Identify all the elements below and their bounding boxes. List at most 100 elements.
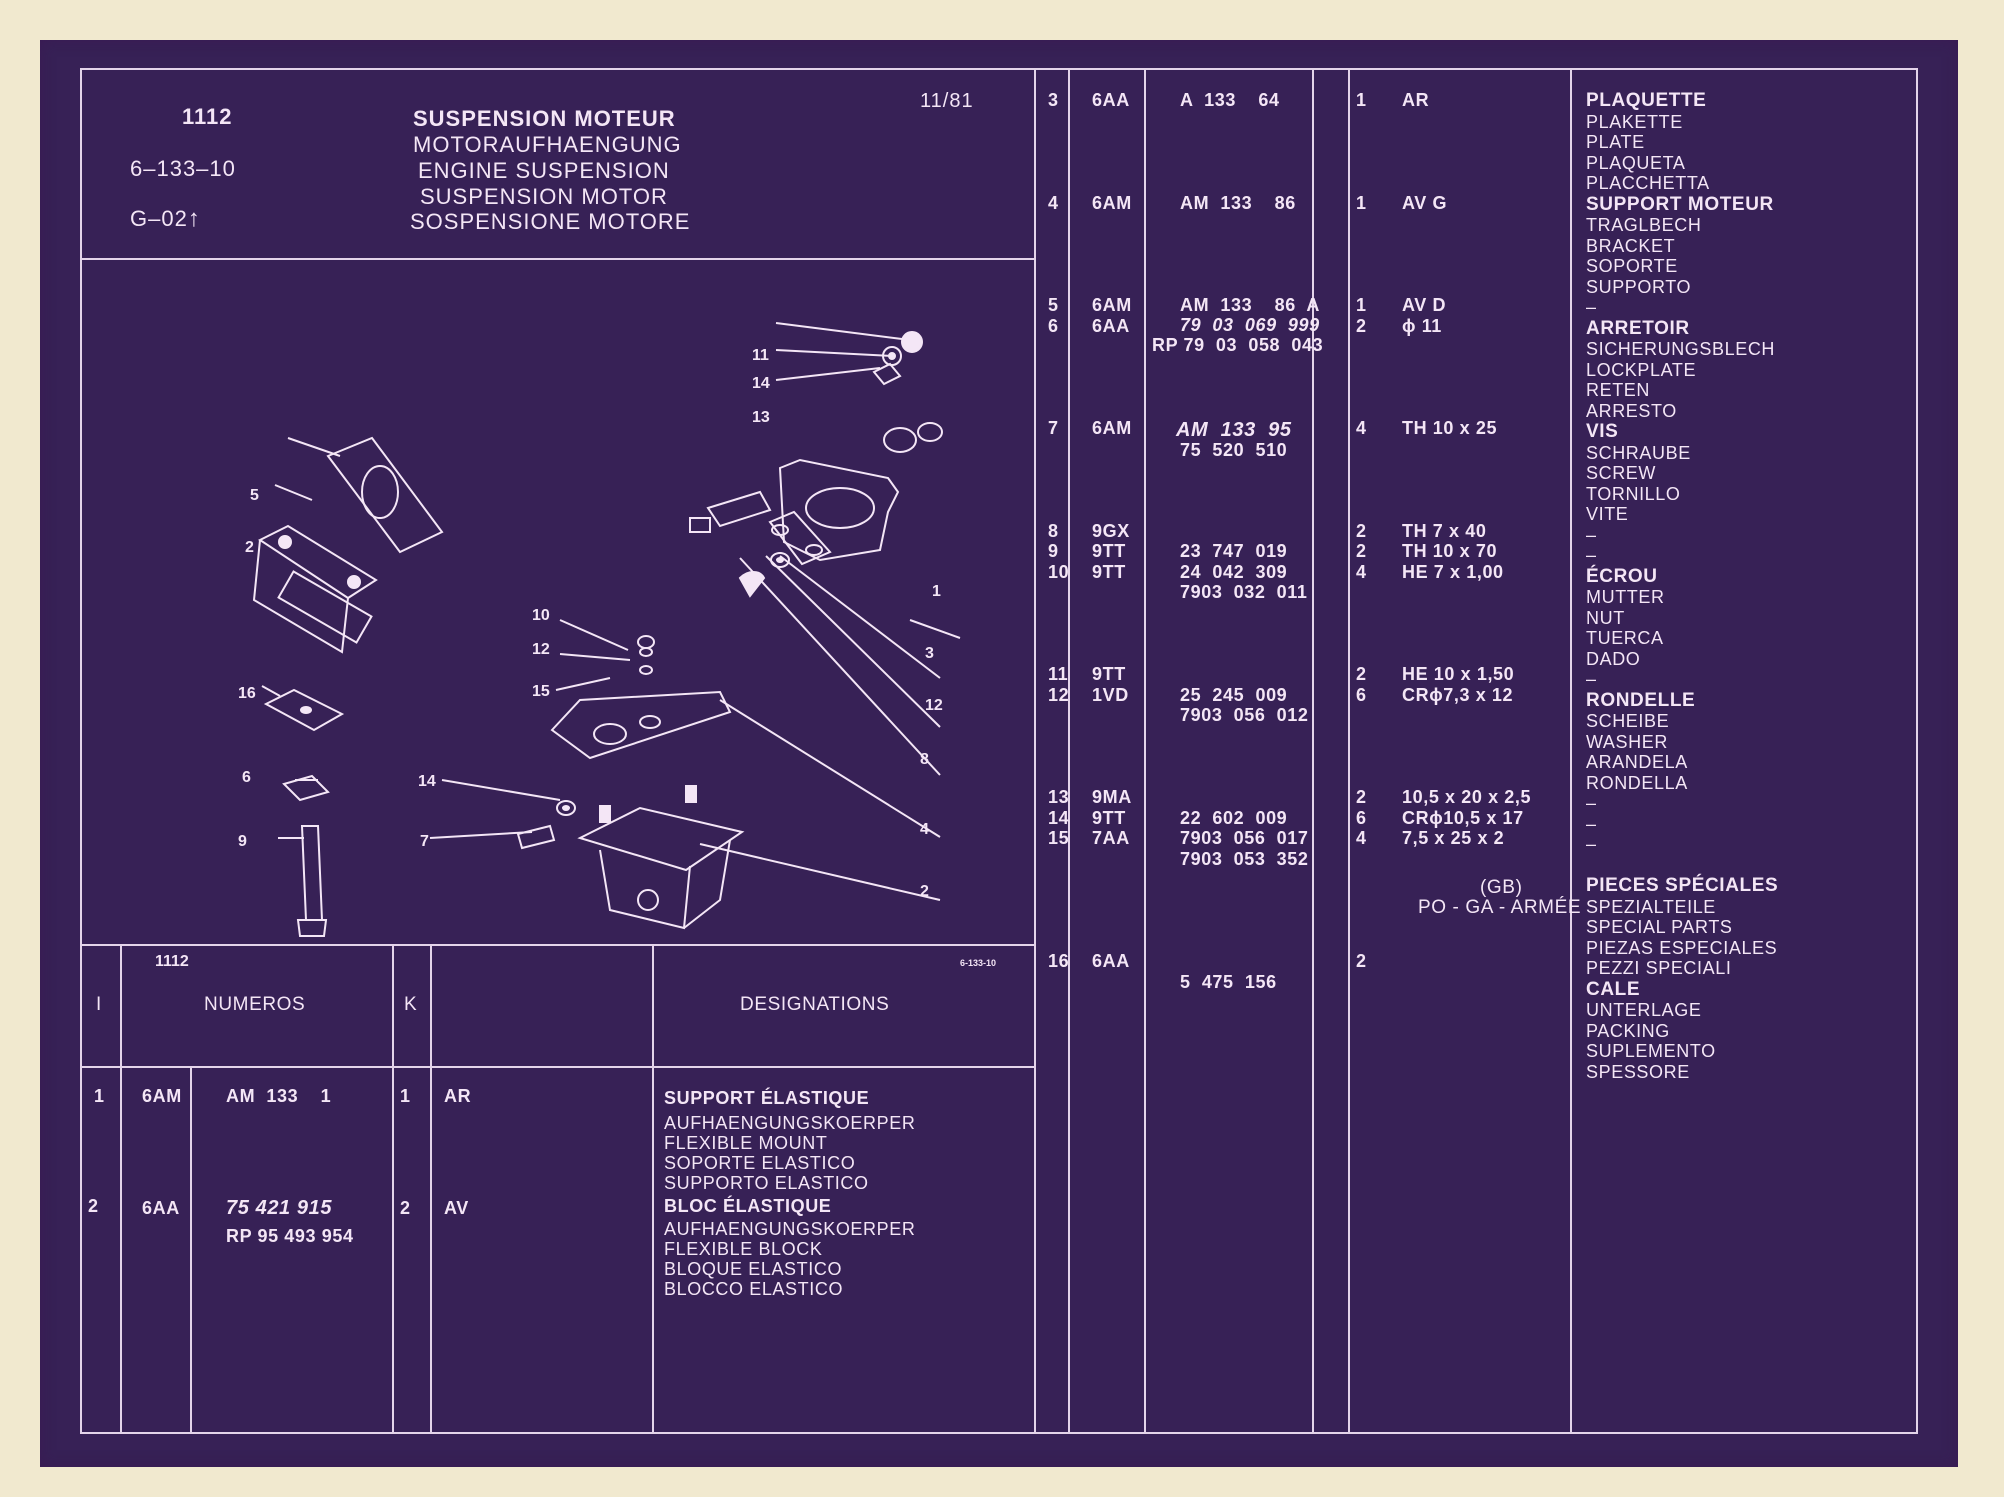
title-en: ENGINE SUSPENSION — [418, 158, 670, 183]
callout: 11 — [752, 347, 769, 364]
designation-line: ARRETOIR — [1586, 317, 1690, 339]
designation-line: VIS — [1586, 421, 1619, 442]
callout-labels: 11 14 13 5 2 1 10 12 3 15 16 12 8 6 14 7… — [238, 347, 943, 900]
number-rp: RP 79 03 058 043 — [1152, 335, 1324, 355]
right-col-code: 6AA 6AM 6AM 6AA 6AM 9GX 9TT 9TT 9TT 1VD … — [1092, 90, 1132, 971]
row-designation-fr: SUPPORT ÉLASTIQUE — [664, 1088, 870, 1108]
right-col-note: AR AV G AV D ϕ 11 TH 10 x 25 TH 7 x 40 T… — [1402, 90, 1532, 848]
col-line — [1068, 68, 1070, 1434]
designation-line: – — [1586, 669, 1597, 689]
callout: 13 — [752, 409, 770, 426]
col-line — [120, 944, 122, 1434]
designation-line: TRAGLBECH — [1586, 215, 1702, 235]
designation-line: MUTTER — [1586, 587, 1665, 607]
diagram-divider — [80, 944, 1036, 946]
plate-number: 1112 — [182, 104, 233, 129]
number-italic: 79 03 069 999 — [1180, 315, 1320, 335]
designation-line: SUPPORTO — [1586, 276, 1692, 297]
col-line — [1570, 68, 1572, 1434]
callout: 7 — [420, 833, 429, 850]
frame-top — [80, 68, 1918, 70]
row-designation: SUPPORTO ELASTICO — [664, 1173, 869, 1193]
designation-line: RONDELLA — [1586, 772, 1688, 793]
callout: 15 — [532, 683, 550, 700]
ref-code: 6–133–10 — [130, 156, 236, 181]
designation-line: SUPPORT MOTEUR — [1586, 193, 1774, 215]
title-de: MOTORAUFHAENGUNG — [413, 132, 682, 157]
row-code: 6AM — [142, 1086, 182, 1106]
callout: 2 — [245, 539, 254, 556]
group-code: G–02↑ — [130, 206, 201, 232]
designation-line: SCHRAUBE — [1586, 442, 1691, 463]
group-code-text: G–02 — [130, 206, 188, 231]
designation-line: – — [1586, 813, 1597, 834]
col-line — [190, 1066, 192, 1434]
designation-line: VITE — [1586, 504, 1629, 524]
right-col-designations: PLAQUETTE PLAKETTE PLATE PLAQUETA PLACCH… — [1586, 90, 1778, 1082]
upper-bracket-assembly — [689, 331, 943, 598]
number-secondary: 75 520 510 — [1180, 440, 1288, 460]
right-col-number: A 133 64 AM 133 86 AM 133 86 A 23 747 01… — [1180, 90, 1320, 992]
col-line — [652, 944, 654, 1434]
callout: 8 — [920, 751, 929, 768]
table-header-divider — [80, 1066, 1036, 1068]
designation-line: PACKING — [1586, 1020, 1670, 1041]
designation-line: PLAKETTE — [1586, 111, 1683, 132]
designation-line: ARANDELA — [1586, 752, 1688, 772]
right-col-index: 3 4 5 6 7 8 9 10 11 12 13 14 15 16 — [1048, 90, 1070, 971]
center-divider — [1034, 68, 1036, 1434]
parts-sheet: 1112 6–133–10 G–02↑ 11/81 SUSPENSION MOT… — [40, 40, 1958, 1467]
designation-line: CALE — [1586, 978, 1641, 1000]
designation-line: LOCKPLATE — [1586, 359, 1697, 380]
number-italic: AM 133 95 — [1176, 419, 1292, 441]
col-header-numeros: NUMEROS — [204, 994, 306, 1015]
row-designation-fr: BLOC ÉLASTIQUE — [664, 1196, 832, 1216]
designation-line: PEZZI SPECIALI — [1586, 958, 1732, 978]
designation-line: – — [1586, 297, 1597, 317]
title-es: SUSPENSION MOTOR — [420, 184, 668, 209]
designation-line: PLAQUETA — [1586, 152, 1686, 173]
callout: 12 — [925, 697, 943, 714]
row-designation: AUFHAENGUNGSKOERPER — [664, 1113, 916, 1133]
designation-line: SCHEIBE — [1586, 711, 1670, 731]
callout: 2 — [920, 883, 929, 900]
callout: 4 — [920, 821, 929, 838]
designation-line: TUERCA — [1586, 628, 1664, 648]
callout: 3 — [925, 645, 934, 662]
designation-line: BRACKET — [1586, 235, 1676, 256]
row-k: 1 — [400, 1086, 411, 1106]
designation-line: SPEZIALTEILE — [1586, 896, 1716, 917]
row-index: 2 — [88, 1196, 99, 1216]
row-code: 6AA — [142, 1198, 180, 1218]
designation-line: PIEZAS ESPECIALES — [1586, 937, 1778, 958]
special-po: PO - GA - ARMÉE — [1418, 897, 1582, 918]
col-header-i: I — [96, 994, 102, 1015]
designation-line: – — [1586, 545, 1597, 565]
designation-line: WASHER — [1586, 731, 1668, 752]
row-designation: AUFHAENGUNGSKOERPER — [664, 1219, 916, 1239]
designation-line: SOPORTE — [1586, 256, 1678, 276]
row-note: AV — [444, 1198, 469, 1218]
row-designation: BLOCCO ELASTICO — [664, 1279, 844, 1299]
designation-line: PLATE — [1586, 132, 1645, 152]
diagram-ref-label: 6-133-10 — [960, 958, 996, 968]
designation-line: ARRESTO — [1586, 400, 1677, 421]
row-index: 1 — [94, 1086, 105, 1106]
diagram-plate-label: 1112 — [155, 953, 189, 970]
designation-line: SPECIAL PARTS — [1586, 917, 1733, 937]
designation-line: ÉCROU — [1586, 565, 1658, 587]
designation-line: RETEN — [1586, 380, 1651, 400]
designation-line: PIECES SPÉCIALES — [1586, 875, 1779, 896]
row-designation: FLEXIBLE BLOCK — [664, 1239, 823, 1259]
leader-lines — [261, 322, 961, 901]
col-line — [1144, 68, 1146, 1434]
arrow-up-icon: ↑ — [187, 205, 201, 232]
callout: 12 — [532, 641, 550, 658]
header-divider — [80, 258, 1036, 260]
lower-mount-assembly — [516, 635, 745, 930]
designation-line: – — [1586, 524, 1597, 545]
designation-line: SICHERUNGSBLECH — [1586, 339, 1776, 359]
designation-line: – — [1586, 834, 1597, 854]
callout: 10 — [532, 607, 550, 624]
row-designation: BLOQUE ELASTICO — [664, 1259, 843, 1279]
